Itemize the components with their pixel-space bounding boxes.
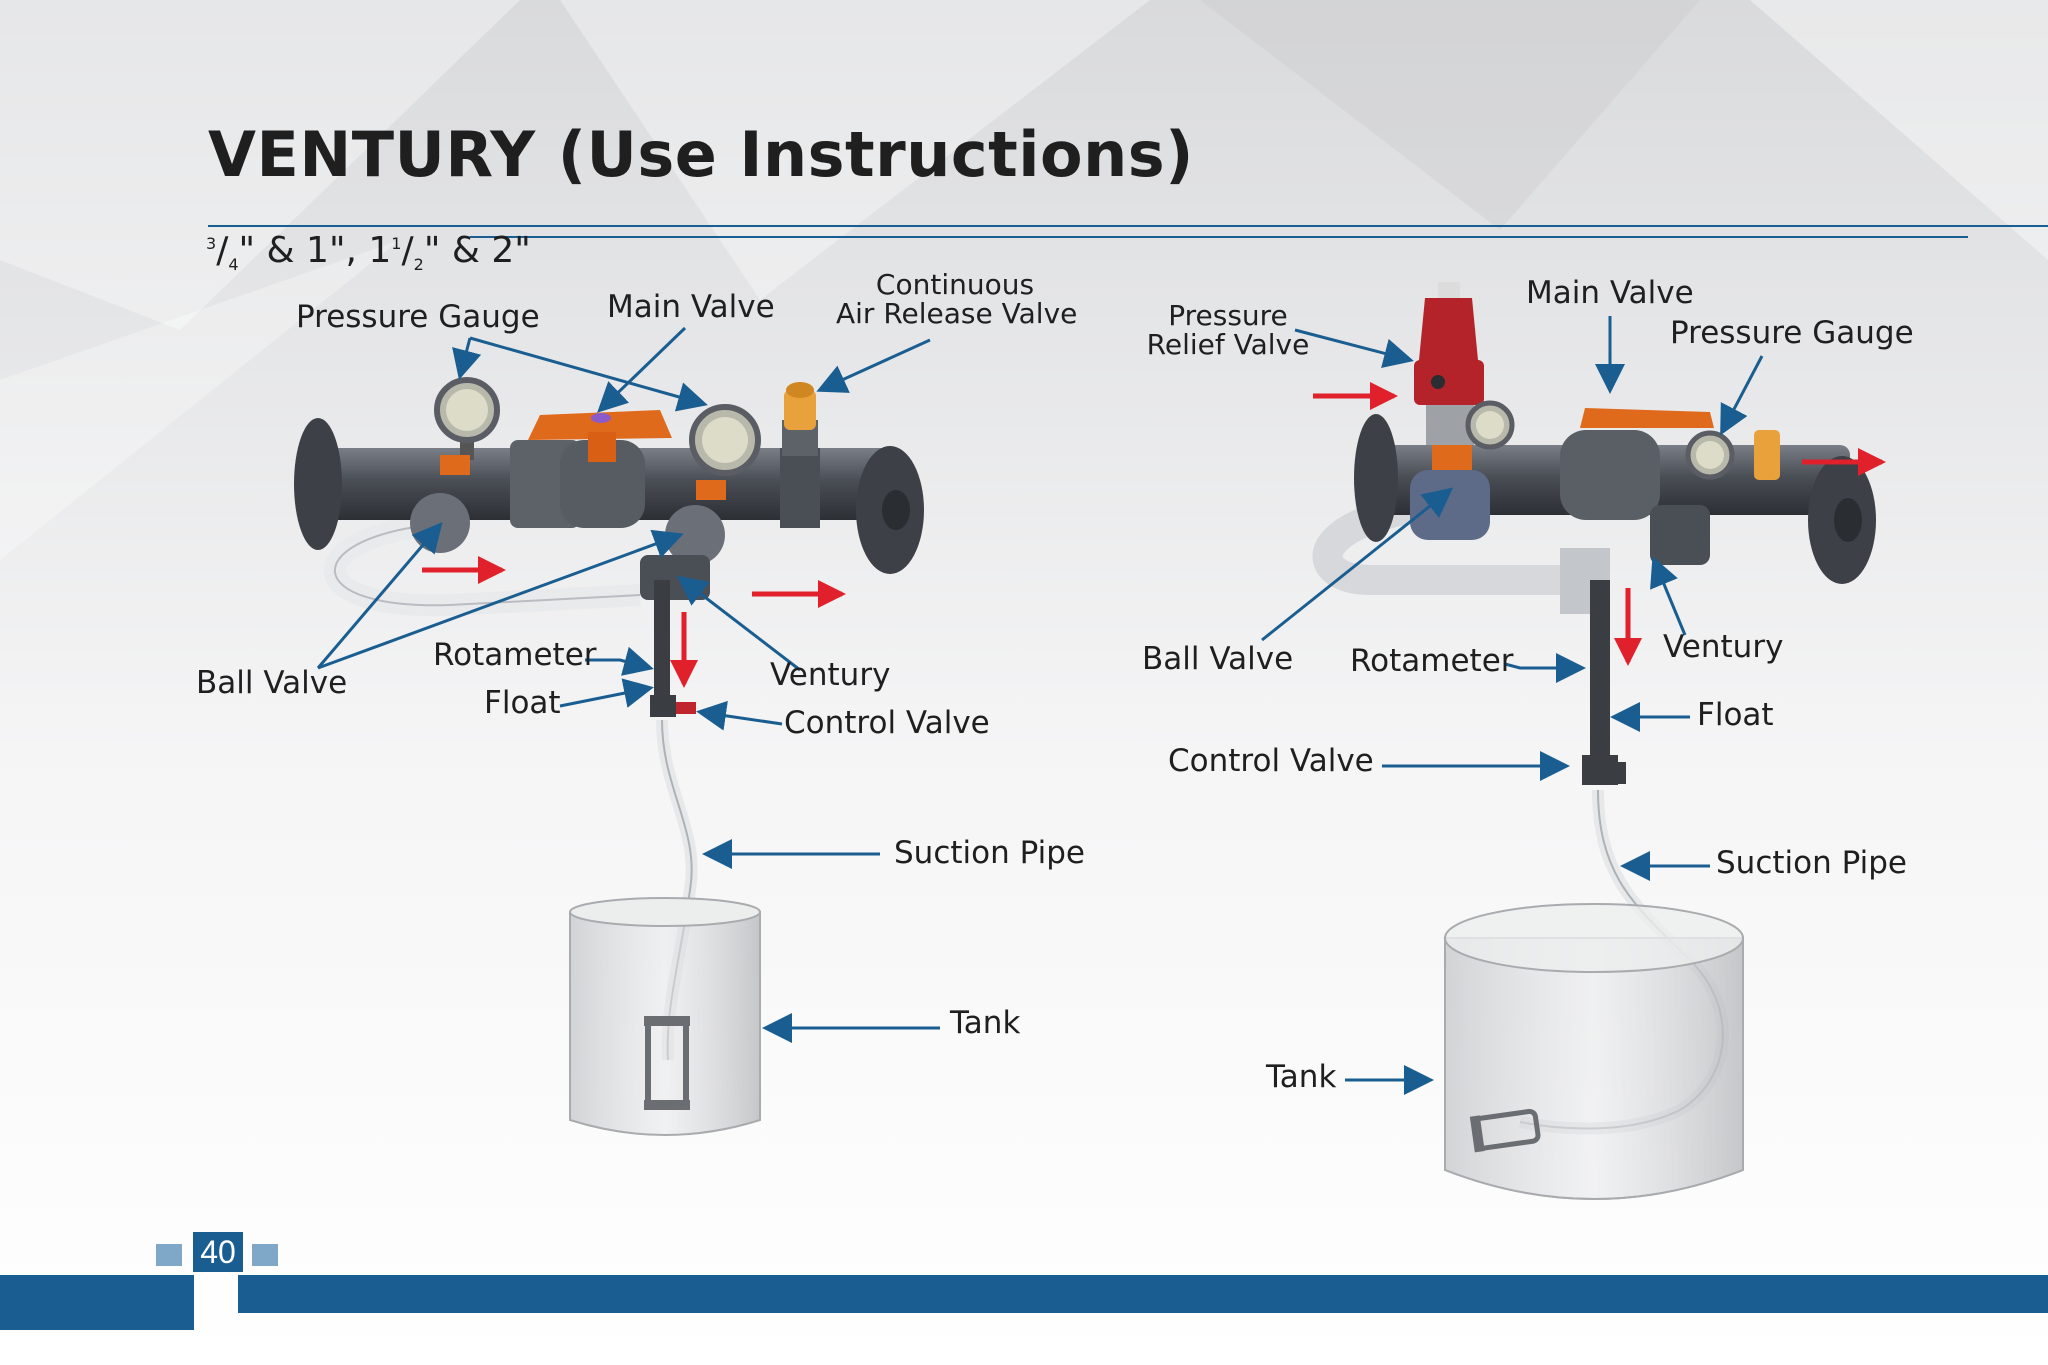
pipe-sizes-heading: 3/4" & 1", 11/2" & 2" bbox=[206, 230, 531, 275]
arrow-left-rotameter bbox=[585, 646, 654, 676]
arrow-left-air-release bbox=[816, 338, 931, 393]
footer-square-right bbox=[252, 1244, 278, 1266]
left-tank bbox=[569, 897, 761, 1136]
right-gauge-2 bbox=[1685, 430, 1735, 480]
left-label-float: Float bbox=[484, 685, 561, 721]
arrow-right-rotameter bbox=[1504, 653, 1586, 683]
left-label-air-release: Continuous Air Release Valve bbox=[836, 268, 1078, 330]
right-label-suction-pipe: Suction Pipe bbox=[1716, 845, 1907, 881]
left-label-venturi: Ventury bbox=[770, 657, 891, 693]
left-gauge-2 bbox=[689, 404, 761, 500]
right-label-pressure-gauge: Pressure Gauge bbox=[1670, 315, 1914, 351]
right-label-tank: Tank bbox=[1266, 1059, 1337, 1095]
arrow-left-venturi bbox=[676, 575, 801, 672]
left-flange-inlet bbox=[294, 418, 342, 550]
arrow-left-control-valve bbox=[696, 700, 783, 731]
right-rotameter-tube bbox=[1590, 580, 1610, 770]
right-assembly bbox=[1261, 282, 1886, 1200]
arrow-left-ball-valve-2 bbox=[317, 529, 684, 670]
right-tank bbox=[1444, 903, 1744, 1200]
arrow-left-gauge-1 bbox=[452, 337, 482, 380]
right-label-ball-valve: Ball Valve bbox=[1142, 641, 1294, 677]
arrow-left-ball-valve-1 bbox=[316, 521, 443, 669]
arrow-right-venturi bbox=[1650, 556, 1687, 636]
arrow-left-main-valve bbox=[597, 326, 687, 413]
arrow-right-relief-valve bbox=[1294, 328, 1414, 368]
right-gauge-1 bbox=[1465, 400, 1515, 450]
right-label-venturi: Ventury bbox=[1663, 629, 1784, 665]
footer-square-left bbox=[156, 1244, 182, 1266]
page-number: 40 bbox=[193, 1232, 243, 1272]
left-control-valve-handle bbox=[676, 702, 696, 714]
arrow-left-float bbox=[559, 678, 654, 708]
right-label-float: Float bbox=[1697, 697, 1774, 733]
left-label-control-valve: Control Valve bbox=[784, 705, 990, 741]
left-label-main-valve: Main Valve bbox=[607, 289, 775, 325]
left-assembly bbox=[294, 326, 940, 1136]
page-title: VENTURY (Use Instructions) bbox=[208, 118, 1194, 191]
left-label-ball-valve: Ball Valve bbox=[196, 665, 348, 701]
left-rotameter-tube bbox=[654, 580, 670, 700]
left-label-rotameter: Rotameter bbox=[433, 637, 597, 673]
right-label-control-valve: Control Valve bbox=[1168, 743, 1374, 779]
left-gauge-1 bbox=[434, 377, 500, 475]
right-flange-inlet bbox=[1354, 414, 1398, 542]
left-label-tank: Tank bbox=[950, 1005, 1021, 1041]
right-air-release-valve bbox=[1754, 430, 1780, 480]
right-main-valve-handle bbox=[1580, 408, 1714, 428]
right-label-rotameter: Rotameter bbox=[1350, 643, 1514, 679]
right-label-main-valve: Main Valve bbox=[1526, 275, 1694, 311]
left-air-release-valve bbox=[780, 382, 820, 528]
arrow-left-gauge-2 bbox=[469, 336, 708, 412]
left-main-valve-handle bbox=[528, 410, 672, 440]
left-label-suction-pipe: Suction Pipe bbox=[894, 835, 1085, 871]
left-label-pressure-gauge: Pressure Gauge bbox=[296, 299, 540, 335]
right-label-relief-valve: Pressure Relief Valve bbox=[1146, 299, 1310, 361]
right-control-valve-handle bbox=[1612, 762, 1626, 784]
arrow-right-ball-valve bbox=[1261, 487, 1454, 642]
arrow-right-gauge bbox=[1720, 355, 1764, 436]
